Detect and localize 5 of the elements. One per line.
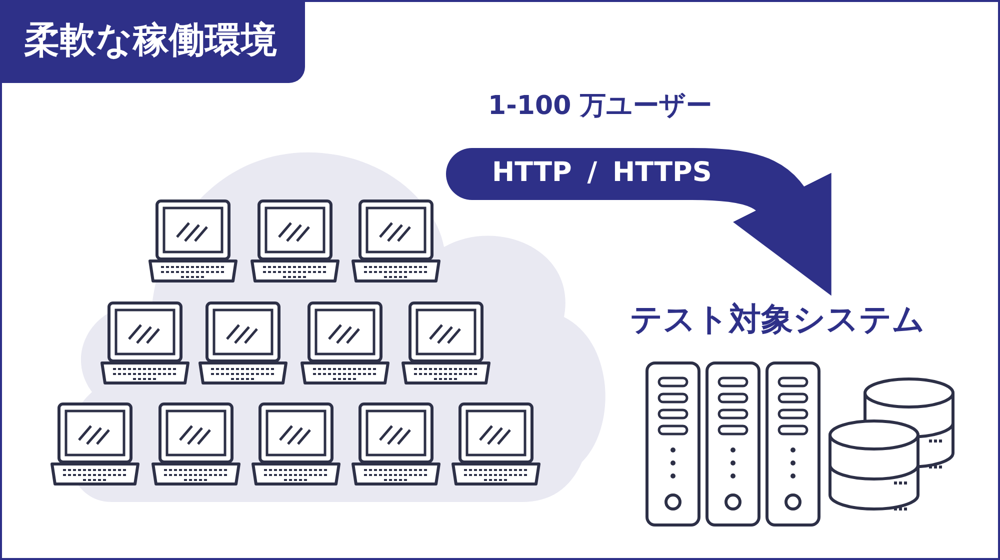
user-count-label: 1-100 万ユーザー <box>488 90 712 123</box>
title-banner: 柔軟な稼働環境 <box>2 2 305 83</box>
arrow <box>446 148 834 295</box>
edge-label: HTTP / HTTPS <box>492 157 712 188</box>
node-heading: テスト対象システム <box>630 299 925 340</box>
